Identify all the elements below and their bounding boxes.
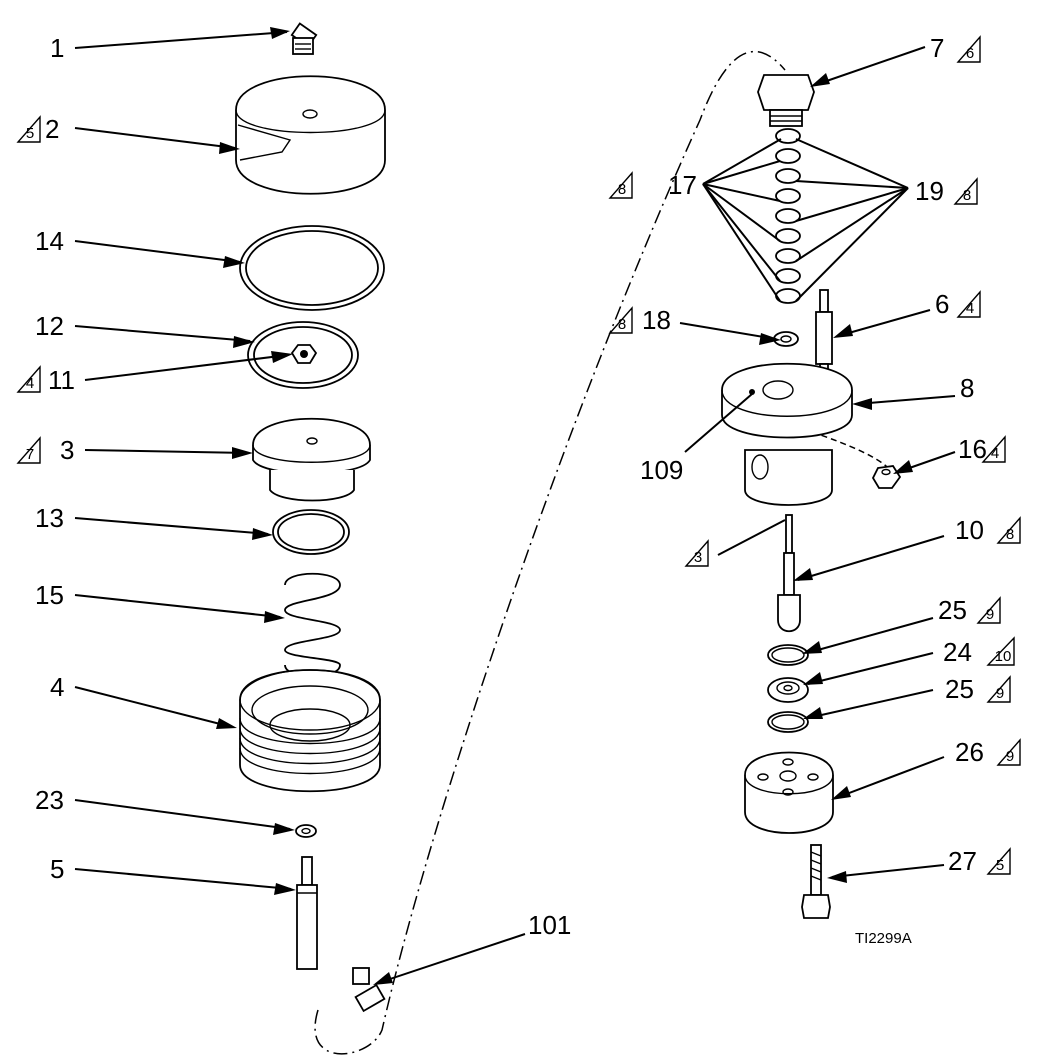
note-triangle-c24: 10 — [986, 636, 1015, 666]
svg-text:8: 8 — [618, 181, 626, 198]
callout-4: 4 — [50, 672, 64, 702]
svg-text:4: 4 — [991, 445, 999, 462]
svg-text:9: 9 — [1006, 748, 1014, 765]
callout-13: 13 — [35, 503, 64, 533]
note-triangle-c7: 6 — [956, 35, 981, 63]
svg-text:5: 5 — [26, 125, 34, 142]
callout-12: 12 — [35, 311, 64, 341]
svg-text:10: 10 — [995, 648, 1012, 665]
part-seal-25-upper — [767, 644, 809, 666]
part-spring-15 — [284, 572, 341, 678]
part-packing-stack-17-19 — [775, 128, 801, 304]
part-seal-25-lower — [767, 711, 809, 733]
callout-2: 2 — [45, 114, 59, 144]
note-triangle-c25a: 9 — [976, 596, 1001, 624]
svg-text:8: 8 — [963, 187, 971, 204]
callout-101: 101 — [528, 910, 571, 940]
svg-text:8: 8 — [618, 316, 626, 333]
svg-text:9: 9 — [986, 606, 994, 623]
part-elbow-fitting-1 — [290, 22, 318, 55]
svg-text:6: 6 — [966, 45, 974, 62]
callout-109: 109 — [640, 455, 683, 485]
part-nut-16 — [871, 465, 902, 489]
callout-16: 16 — [958, 434, 987, 464]
note-triangle-c19: 8 — [953, 177, 978, 205]
callout-24: 24 — [943, 637, 972, 667]
part-piston-3 — [252, 417, 371, 502]
leader-lines — [74, 27, 956, 985]
svg-text:5: 5 — [996, 857, 1004, 874]
callout-5: 5 — [50, 854, 64, 884]
callout-7: 7 — [930, 33, 944, 63]
svg-text:8: 8 — [1006, 526, 1014, 543]
note-triangle-c25b: 9 — [986, 675, 1011, 703]
callout-14: 14 — [35, 226, 64, 256]
callout-27: 27 — [948, 846, 977, 876]
callout-11: 11 — [48, 365, 75, 395]
callout-1: 1 — [50, 33, 64, 63]
callout-6: 6 — [935, 289, 949, 319]
note-triangle-c11: 4 — [16, 365, 41, 393]
callout-25-lower: 25 — [945, 674, 974, 704]
callout-15: 15 — [35, 580, 64, 610]
part-o-ring-13 — [272, 509, 350, 555]
part-standoff-5 — [296, 856, 318, 970]
tube-route-line — [314, 50, 786, 1055]
callout-26: 26 — [955, 737, 984, 767]
callout-10: 10 — [955, 515, 984, 545]
note-triangle-c17: 8 — [608, 171, 633, 199]
note-triangle-c3b: 3 — [684, 539, 709, 567]
note-triangle-c18: 8 — [608, 306, 633, 334]
callout-23: 23 — [35, 785, 64, 815]
svg-text:4: 4 — [966, 300, 974, 317]
drawing-code: TI2299A — [855, 930, 912, 947]
part-elbow-fitting-101 — [352, 967, 386, 1013]
callout-25-upper: 25 — [938, 595, 967, 625]
part-base-26 — [744, 751, 834, 834]
note-triangle-c10: 8 — [996, 516, 1021, 544]
note-triangle-c2: 5 — [16, 115, 41, 143]
part-cap-2 — [235, 75, 386, 195]
part-body-8 — [721, 362, 853, 506]
svg-text:9: 9 — [996, 685, 1004, 702]
svg-text:7: 7 — [26, 446, 34, 463]
callout-8: 8 — [960, 373, 974, 403]
note-triangle-c26: 9 — [996, 738, 1021, 766]
note-triangle-c27: 5 — [986, 847, 1011, 875]
part-washer-23 — [295, 824, 317, 838]
part-fitting-7 — [757, 74, 815, 127]
callout-18: 18 — [642, 305, 671, 335]
svg-text:3: 3 — [694, 549, 702, 566]
part-screw-27 — [801, 844, 831, 919]
callout-3: 3 — [60, 435, 74, 465]
note-triangle-c3: 7 — [16, 436, 41, 464]
callout-17: 17 — [668, 170, 697, 200]
svg-text:4: 4 — [26, 375, 34, 392]
note-triangle-c16: 4 — [981, 435, 1006, 463]
part-seat-24 — [767, 677, 809, 703]
part-o-ring-14 — [239, 225, 385, 311]
part-housing-4 — [239, 669, 381, 793]
callout-19: 19 — [915, 176, 944, 206]
note-triangle-c6: 4 — [956, 290, 981, 318]
part-nut-11 — [290, 344, 318, 364]
part-shaft-10 — [777, 514, 801, 633]
